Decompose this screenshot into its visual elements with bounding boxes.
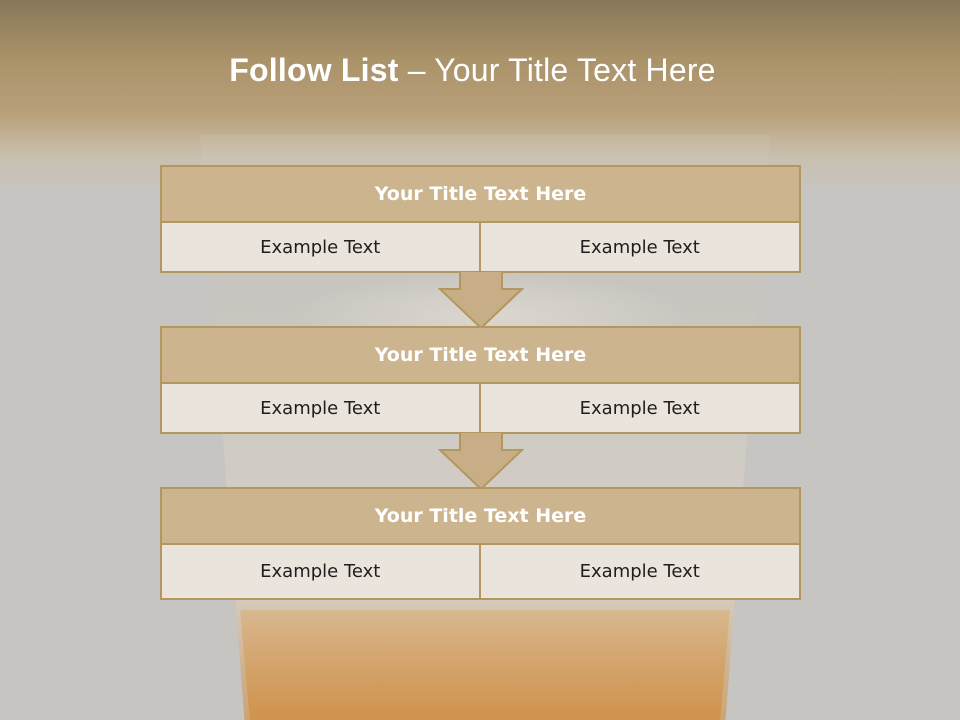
block-title: Your Title Text Here (160, 326, 801, 384)
down-arrow-icon (438, 432, 524, 490)
block-cell-left: Example Text (160, 223, 481, 273)
block-cell-left: Example Text (160, 384, 481, 434)
block-cell-right: Example Text (480, 545, 801, 600)
slide-title-rest: – Your Title Text Here (407, 52, 716, 88)
block-row: Example Text Example Text (160, 384, 801, 434)
slide-title-bold: Follow List (229, 52, 399, 88)
beer-liquid (240, 610, 730, 720)
block-cell-right: Example Text (480, 223, 801, 273)
down-arrow-icon (438, 271, 524, 329)
block-title: Your Title Text Here (160, 487, 801, 545)
list-block-1: Your Title Text Here Example Text Exampl… (160, 165, 801, 273)
block-title: Your Title Text Here (160, 165, 801, 223)
block-row: Example Text Example Text (160, 545, 801, 600)
block-cell-left: Example Text (160, 545, 481, 600)
block-cell-right: Example Text (480, 384, 801, 434)
block-row: Example Text Example Text (160, 223, 801, 273)
list-block-3: Your Title Text Here Example Text Exampl… (160, 487, 801, 600)
list-block-2: Your Title Text Here Example Text Exampl… (160, 326, 801, 434)
slide-title: Follow List – Your Title Text Here (0, 52, 945, 89)
